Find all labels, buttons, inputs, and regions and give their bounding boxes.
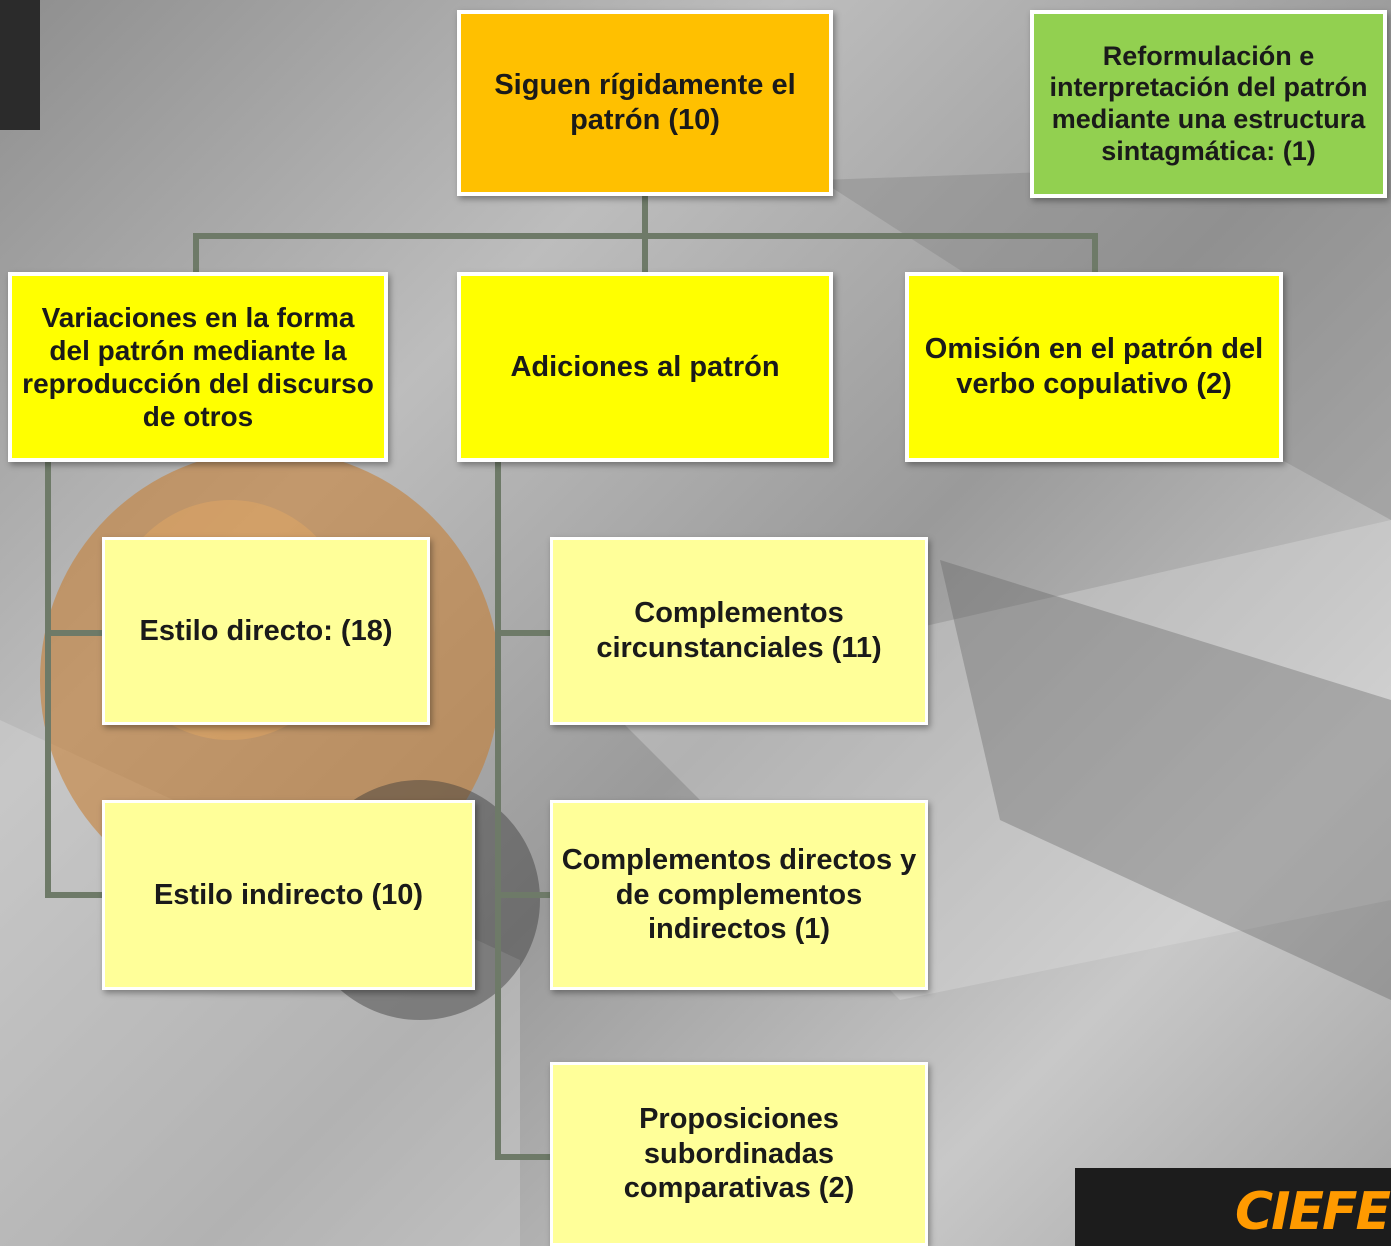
- branch-variaciones-label: Variaciones en la forma del patrón media…: [22, 301, 374, 433]
- side-note-label: Reformulación e interpretación del patró…: [1049, 40, 1368, 166]
- leaf-estilo-indirecto: Estilo indirecto (10): [102, 800, 475, 990]
- leaf-estilo-directo: Estilo directo: (18): [102, 537, 430, 725]
- leaf-estilo-indirecto-label: Estilo indirecto (10): [153, 878, 424, 911]
- branch-adiciones-label: Adiciones al patrón: [510, 350, 780, 383]
- leaf-proposiciones-subordinadas-label: Proposiciones subordinadas comparativas …: [623, 1102, 855, 1205]
- leaf-estilo-directo-label: Estilo directo: (18): [139, 614, 393, 647]
- leaf-complementos-directos-label: Complementos directos y de complementos …: [561, 843, 917, 946]
- leaf-proposiciones-subordinadas: Proposiciones subordinadas comparativas …: [550, 1062, 928, 1246]
- ciefe-logo: CIEFE: [1075, 1168, 1391, 1246]
- branch-omision-label: Omisión en el patrón del verbo copulativ…: [924, 333, 1264, 400]
- branch-variaciones: Variaciones en la forma del patrón media…: [8, 272, 388, 462]
- branch-adiciones: Adiciones al patrón: [457, 272, 833, 462]
- leaf-complementos-circunstanciales: Complementos circunstanciales (11): [550, 537, 928, 725]
- root-node-label: Siguen rígidamente el patrón (10): [494, 69, 796, 136]
- root-node: Siguen rígidamente el patrón (10): [457, 10, 833, 196]
- branch-omision: Omisión en el patrón del verbo copulativ…: [905, 272, 1283, 462]
- leaf-complementos-circunstanciales-label: Complementos circunstanciales (11): [596, 597, 882, 664]
- side-note-node: Reformulación e interpretación del patró…: [1030, 10, 1387, 198]
- logo-text: CIEFE: [1235, 1182, 1391, 1242]
- leaf-complementos-directos: Complementos directos y de complementos …: [550, 800, 928, 990]
